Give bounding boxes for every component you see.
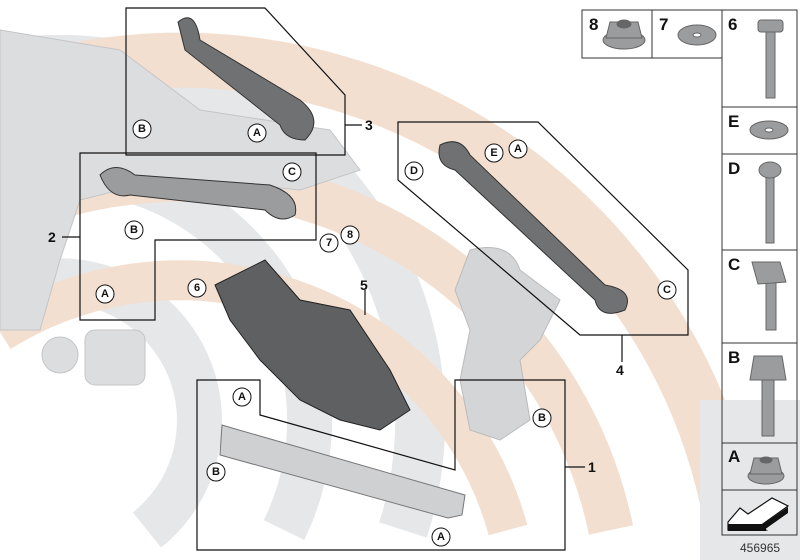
upper-control-arm bbox=[177, 17, 315, 141]
hex-bolt-icon bbox=[751, 261, 787, 331]
flange-nut-icon bbox=[747, 456, 785, 485]
callout-g4-d: D bbox=[404, 161, 424, 181]
svg-text:8: 8 bbox=[347, 229, 353, 241]
svg-text:D: D bbox=[410, 165, 418, 177]
direction-arrow-icon bbox=[727, 497, 790, 531]
diagram-number: 456965 bbox=[740, 541, 780, 555]
frame-group-4 bbox=[397, 121, 689, 336]
svg-text:C: C bbox=[663, 284, 671, 296]
svg-text:A: A bbox=[101, 288, 109, 300]
washer-icon bbox=[749, 120, 789, 140]
callout-g2-a: A bbox=[95, 284, 115, 304]
frame-group-2 bbox=[79, 152, 317, 321]
svg-text:A: A bbox=[253, 127, 261, 139]
svg-text:B: B bbox=[138, 123, 146, 135]
table-label-d: D bbox=[728, 159, 740, 178]
frame-group-1 bbox=[196, 379, 566, 551]
svg-text:B: B bbox=[212, 466, 220, 478]
bolt-icon bbox=[757, 19, 784, 99]
callout-g4-a: A bbox=[508, 139, 528, 159]
washer-icon bbox=[677, 24, 717, 46]
svg-text:B: B bbox=[130, 224, 138, 236]
table-label-c: C bbox=[728, 255, 740, 274]
bolt-icon bbox=[758, 161, 782, 244]
callout-g1-b-left: B bbox=[206, 462, 226, 482]
callout-8: 8 bbox=[340, 225, 360, 245]
callout-g2-c: C bbox=[282, 162, 302, 182]
callout-g3-b: B bbox=[132, 119, 152, 139]
svg-text:A: A bbox=[437, 531, 445, 543]
callout-g1-a-top: A bbox=[232, 387, 252, 407]
callout-g4-e: E bbox=[484, 143, 504, 163]
flange-nut-icon bbox=[602, 19, 646, 50]
frame-group-3 bbox=[125, 7, 346, 156]
svg-text:7: 7 bbox=[326, 237, 332, 249]
table-label-6: 6 bbox=[728, 15, 737, 34]
callout-6: 6 bbox=[187, 278, 207, 298]
table-label-e: E bbox=[728, 112, 739, 131]
svg-text:C: C bbox=[288, 166, 296, 178]
parts-table bbox=[581, 9, 798, 536]
table-label-8: 8 bbox=[589, 15, 598, 34]
table-label-b: B bbox=[728, 348, 740, 367]
group-number-1: 1 bbox=[588, 459, 596, 475]
group-frames bbox=[62, 7, 689, 551]
svg-text:A: A bbox=[514, 143, 522, 155]
svg-text:6: 6 bbox=[194, 282, 200, 294]
svg-text:B: B bbox=[538, 412, 546, 424]
trailing-brace bbox=[219, 424, 466, 519]
lower-control-arm bbox=[214, 259, 411, 431]
callout-g3-a: A bbox=[247, 123, 267, 143]
group-number-3: 3 bbox=[365, 117, 373, 133]
svg-text:A: A bbox=[238, 391, 246, 403]
table-label-7: 7 bbox=[659, 15, 668, 34]
callout-g4-c: C bbox=[657, 280, 677, 300]
hex-bolt-icon bbox=[749, 355, 787, 437]
callout-g1-a-bottom: A bbox=[431, 527, 451, 547]
callout-g2-b: B bbox=[124, 220, 144, 240]
group-number-4: 4 bbox=[616, 362, 624, 378]
group-number-2: 2 bbox=[48, 229, 56, 245]
camber-link bbox=[99, 167, 297, 220]
table-label-a: A bbox=[728, 447, 740, 466]
callout-g1-b-right: B bbox=[532, 408, 552, 428]
svg-text:E: E bbox=[490, 147, 497, 159]
callout-7: 7 bbox=[319, 233, 339, 253]
toe-link bbox=[438, 141, 628, 314]
group-number-5: 5 bbox=[360, 277, 368, 293]
